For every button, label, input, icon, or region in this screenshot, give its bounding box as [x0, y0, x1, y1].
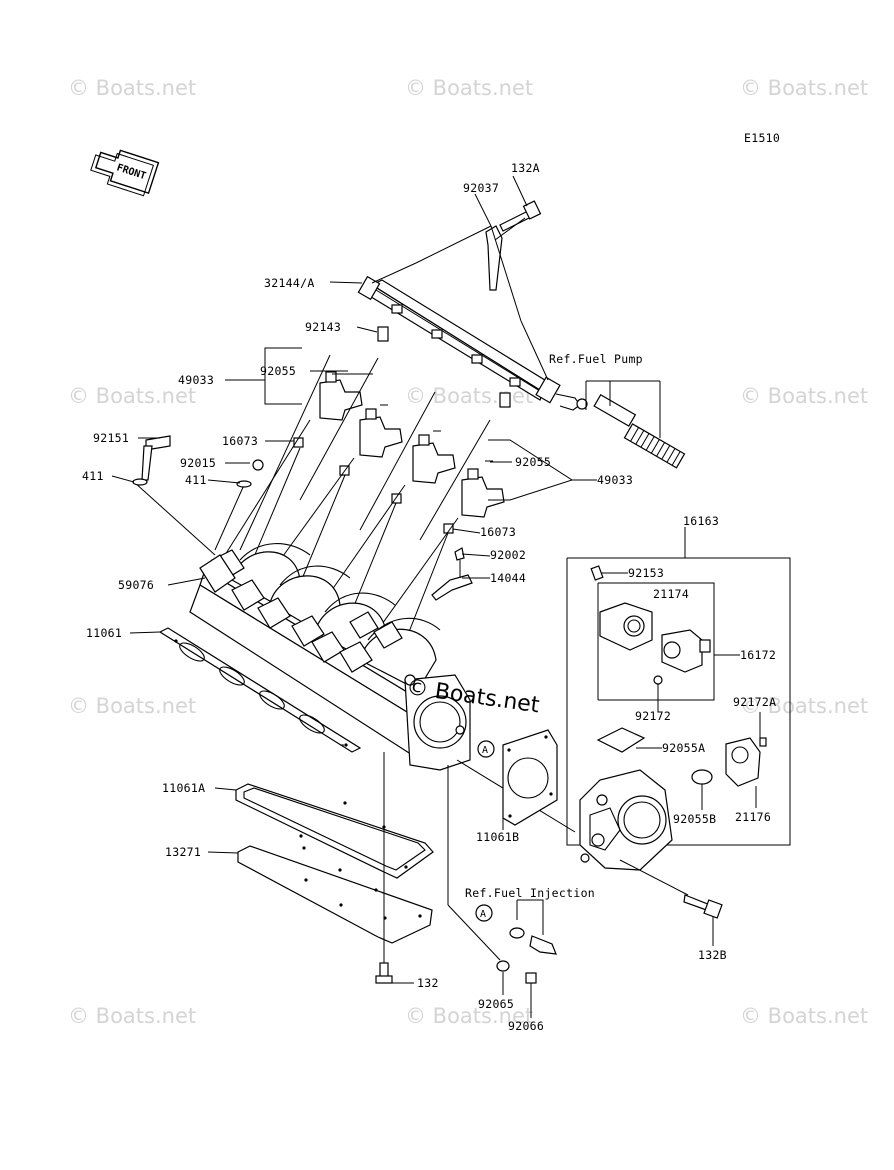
- label-21174[interactable]: 21174: [653, 587, 689, 601]
- label-leaders: [111, 175, 761, 1018]
- callout-ref-fuel-injection[interactable]: Ref.Fuel Injection: [465, 886, 595, 900]
- label-49033-right[interactable]: 49033: [597, 473, 633, 487]
- label-92151[interactable]: 92151: [93, 431, 129, 445]
- front-arrow-icon: FRONT: [90, 149, 160, 197]
- label-132B[interactable]: 132B: [698, 948, 727, 962]
- label-16073-lower[interactable]: 16073: [480, 525, 516, 539]
- label-92055-left[interactable]: 92055: [260, 364, 296, 378]
- watermark-ll: © Boats.net: [68, 694, 196, 718]
- label-92002[interactable]: 92002: [490, 548, 526, 562]
- watermark-mc: © Boats.net: [405, 384, 533, 408]
- watermark-tc: © Boats.net: [405, 76, 533, 100]
- injector-1: [319, 371, 363, 421]
- label-16172[interactable]: 16172: [740, 648, 776, 662]
- marker-a-bottom[interactable]: A: [475, 904, 493, 922]
- watermark-mr: © Boats.net: [740, 384, 868, 408]
- label-92065[interactable]: 92065: [478, 997, 514, 1011]
- label-92172[interactable]: 92172: [635, 709, 671, 723]
- label-14044[interactable]: 14044: [490, 571, 526, 585]
- bolt-132: [375, 962, 414, 984]
- label-411-right[interactable]: 411: [185, 473, 207, 487]
- gasket-11061B: [502, 729, 558, 826]
- label-92055-right[interactable]: 92055: [515, 455, 551, 469]
- throttle-body-group: [566, 527, 791, 919]
- label-16073-upper[interactable]: 16073: [222, 434, 258, 448]
- marker-a-top-label: A: [482, 745, 488, 756]
- watermark-ml: © Boats.net: [68, 384, 196, 408]
- watermark-bc: © Boats.net: [405, 1004, 533, 1028]
- label-92037[interactable]: 92037: [463, 181, 499, 195]
- label-49033-left[interactable]: 49033: [178, 373, 214, 387]
- label-92153[interactable]: 92153: [628, 566, 664, 580]
- fuel-rail-assembly: [293, 200, 686, 534]
- label-92172A[interactable]: 92172A: [733, 695, 776, 709]
- bracket-59076: [132, 435, 264, 593]
- label-132[interactable]: 132: [417, 976, 439, 990]
- label-59076[interactable]: 59076: [118, 578, 154, 592]
- injector-4: [461, 468, 505, 518]
- label-32144A[interactable]: 32144/A: [264, 276, 315, 290]
- watermark-tl: © Boats.net: [68, 76, 196, 100]
- label-92055A[interactable]: 92055A: [662, 741, 705, 755]
- label-13271[interactable]: 13271: [165, 845, 201, 859]
- callout-ref-fuel-pump[interactable]: Ref.Fuel Pump: [549, 352, 643, 366]
- part-labels: 132A 92037 32144/A 92143 Ref.Fuel Pump 9…: [82, 161, 776, 1033]
- label-92055B[interactable]: 92055B: [673, 812, 716, 826]
- watermark-layer: © Boats.net © Boats.net © Boats.net © Bo…: [68, 76, 868, 1028]
- watermark-lr: © Boats.net: [740, 694, 868, 718]
- diagram-code: E1510: [744, 131, 780, 145]
- label-21176[interactable]: 21176: [735, 810, 771, 824]
- marker-a-bottom-label: A: [480, 909, 486, 920]
- label-411-left[interactable]: 411: [82, 469, 104, 483]
- label-92015[interactable]: 92015: [180, 456, 216, 470]
- marker-a-top[interactable]: A: [477, 740, 495, 758]
- watermark-bl: © Boats.net: [68, 1004, 196, 1028]
- intake-manifold: [189, 543, 471, 771]
- gasket-11061: [158, 627, 362, 753]
- fuel-injection-sensor: [496, 899, 557, 993]
- label-92066[interactable]: 92066: [508, 1019, 544, 1033]
- sensor-14044: [431, 547, 473, 601]
- watermark-tr: © Boats.net: [740, 76, 868, 100]
- label-16163[interactable]: 16163: [683, 514, 719, 528]
- injector-3: [412, 434, 456, 484]
- watermark-br: © Boats.net: [740, 1004, 868, 1028]
- label-132A[interactable]: 132A: [511, 161, 540, 175]
- label-92143[interactable]: 92143: [305, 320, 341, 334]
- injector-2: [359, 408, 403, 458]
- label-11061A[interactable]: 11061A: [162, 781, 205, 795]
- label-11061B[interactable]: 11061B: [476, 830, 519, 844]
- label-11061[interactable]: 11061: [86, 626, 122, 640]
